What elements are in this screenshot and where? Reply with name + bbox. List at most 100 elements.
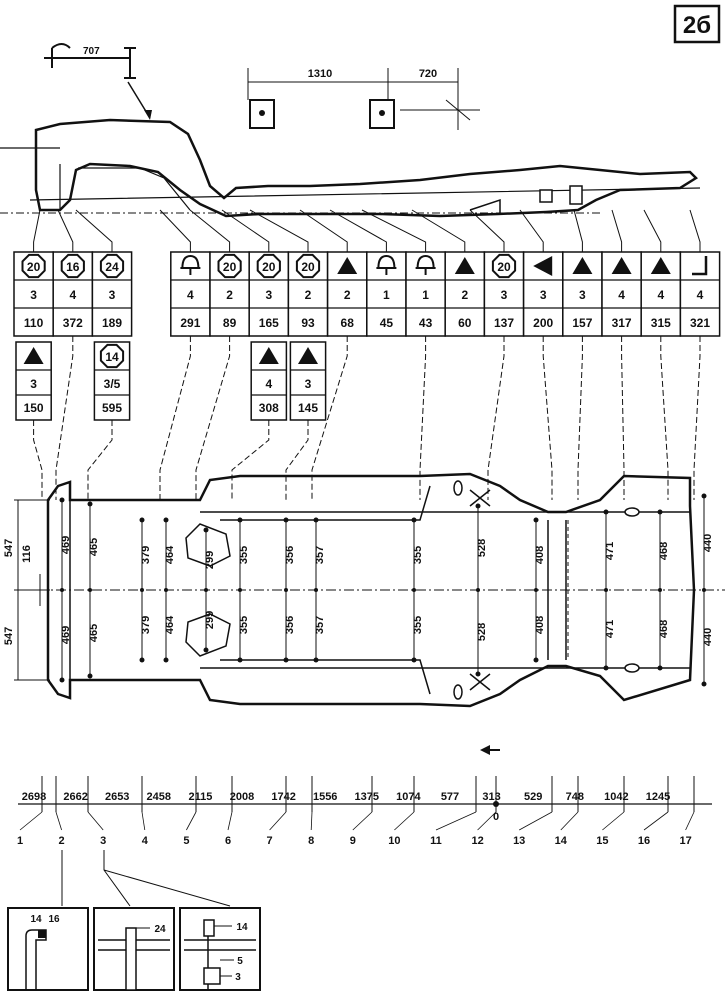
station-dim-13: 529	[524, 791, 542, 803]
dim-point	[87, 673, 93, 679]
section-number-7: 7	[267, 835, 273, 847]
table-extra-col-8: 3 145	[289, 341, 327, 421]
dim-point	[313, 517, 319, 523]
bolt-head-icon	[181, 254, 200, 269]
table-col-9: 268	[326, 251, 368, 337]
triangle-left-icon	[533, 256, 553, 276]
half-dim-bottom-6: 355	[237, 590, 250, 663]
station-leader	[227, 811, 233, 831]
dim-value: 469	[60, 626, 72, 644]
dim-point	[283, 657, 289, 663]
station-leader	[141, 811, 146, 831]
table-row-divider	[170, 279, 210, 309]
section-number-10: 10	[388, 835, 400, 847]
leader-lines-bottom	[33, 336, 701, 500]
dim-point	[475, 503, 481, 509]
table-quantity: 3/5	[104, 377, 121, 391]
table-part-number: 317	[612, 316, 632, 330]
table-cell	[366, 251, 407, 337]
table-part-number: 68	[341, 316, 355, 330]
table-part-number: 200	[533, 316, 553, 330]
dim-point	[313, 657, 319, 663]
inset-bolt	[38, 930, 46, 938]
dim-point	[283, 517, 289, 523]
leader-line	[159, 209, 191, 252]
triangle-icon	[454, 257, 475, 274]
table-row-divider	[249, 279, 289, 309]
table-part-number: 110	[24, 316, 44, 330]
section-number-6: 6	[225, 835, 231, 847]
bolt-shank	[180, 267, 201, 275]
corner-icon	[692, 256, 708, 276]
leader-line	[487, 336, 505, 500]
leader-line	[577, 336, 583, 500]
table-col-11: 143	[405, 251, 446, 337]
half-dim-top-4: 464	[163, 517, 176, 592]
leader-line	[693, 336, 701, 500]
station-leader	[186, 811, 197, 831]
table-part-number: 43	[419, 316, 433, 330]
table-quantity: 2	[226, 288, 233, 302]
inset-label-3: 3	[235, 972, 241, 983]
dim-point	[237, 657, 243, 663]
half-dim-bottom-7: 356	[283, 590, 296, 663]
dim-point	[59, 677, 65, 683]
table-quantity: 3	[501, 288, 508, 302]
triangle-icon	[611, 257, 632, 274]
section-number-4: 4	[142, 835, 149, 847]
dim-value: 471	[604, 620, 616, 638]
station-dim-16: 1245	[646, 791, 670, 803]
table-quantity: 1	[383, 288, 390, 302]
section-number-12: 12	[471, 835, 483, 847]
bolt-head-icon	[416, 254, 435, 269]
table-part-number: 315	[651, 316, 671, 330]
half-dim-bottom-1: 469	[59, 590, 72, 683]
half-dim-top-12: 471	[603, 509, 616, 592]
table-part-number: 145	[298, 401, 318, 415]
leader-line	[33, 420, 43, 500]
inset-label-5: 5	[237, 956, 243, 967]
table-row-divider	[92, 279, 132, 309]
station-leader	[477, 811, 497, 831]
station-dim-8: 1556	[313, 791, 337, 803]
dim-value: 469	[60, 536, 72, 554]
leader-line	[573, 209, 583, 252]
section-number-5: 5	[183, 835, 189, 847]
octagon-number: 24	[105, 260, 119, 274]
dim-point	[603, 509, 609, 515]
leader-line	[249, 209, 309, 252]
station-dim-9: 1375	[355, 791, 379, 803]
table-part-number: 321	[690, 316, 710, 330]
table-row-divider	[251, 369, 287, 396]
dim-value: 379	[140, 546, 152, 564]
half-dim-bottom-3: 379	[139, 590, 152, 663]
inset-pin-bottom	[203, 967, 221, 985]
table-quantity: 3	[305, 377, 312, 391]
dim-value: 357	[314, 546, 326, 564]
leader-line	[87, 420, 113, 500]
octagon-20-icon	[217, 253, 242, 279]
octagon-20-icon	[295, 253, 321, 279]
table-quantity: 3	[265, 288, 272, 302]
inset-box	[7, 907, 89, 991]
leader-line	[75, 209, 113, 252]
table-quantity: 3	[540, 288, 547, 302]
table-row-divider	[366, 279, 406, 309]
octagon-16-icon	[60, 253, 85, 279]
inset-pointer	[214, 925, 234, 977]
dim-value: 299	[204, 551, 216, 569]
leader-line	[221, 209, 270, 252]
dim-value: 355	[412, 616, 424, 634]
table-part-number: 45	[380, 316, 394, 330]
bolt-head-icon	[377, 254, 396, 269]
table-quantity: 2	[461, 288, 468, 302]
dim-value: 440	[702, 534, 714, 552]
dim-point	[87, 501, 93, 507]
